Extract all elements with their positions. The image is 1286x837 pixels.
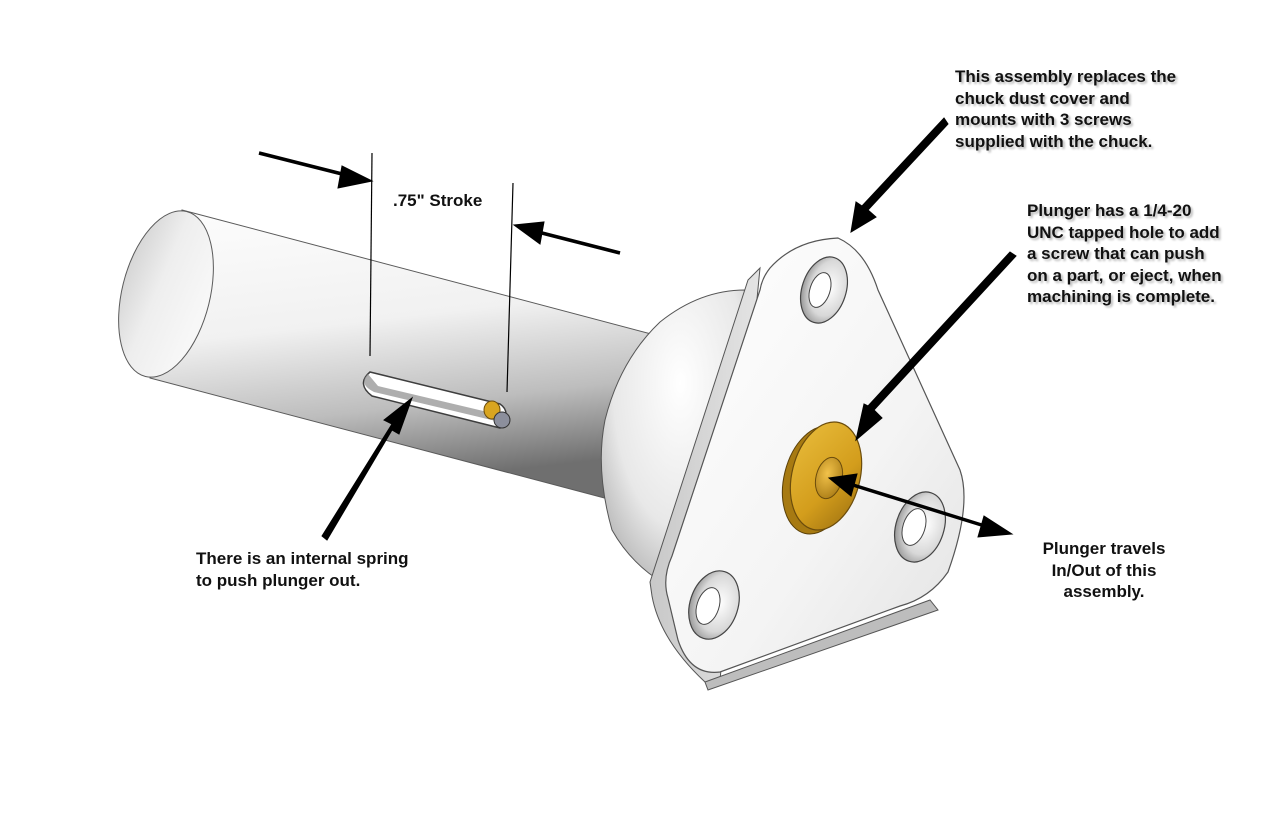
assembly-note-line: mounts with 3 screws: [955, 110, 1132, 129]
plunger-hole-note: Plunger has a 1/4-20 UNC tapped hole to …: [1027, 200, 1222, 308]
travel-arrow-out: [977, 515, 1014, 538]
plunger-hole-note-line: UNC tapped hole to add: [1027, 222, 1220, 242]
travel-note-line: assembly.: [1063, 582, 1145, 601]
stroke-dimension: [369, 152, 514, 393]
spring-leader-arrow: [321, 396, 414, 541]
travel-note-line: Plunger travels: [1042, 539, 1166, 558]
plunger-hole-note-line: Plunger has a 1/4-20: [1027, 201, 1192, 220]
stroke-arrow-left: [337, 165, 374, 189]
travel-note: Plunger travels In/Out of this assembly.: [1024, 538, 1184, 603]
plunger-hole-note-line: on a part, or eject, when: [1027, 265, 1222, 285]
travel-arrow-in: [827, 473, 858, 497]
mount-hole-bottom: [688, 570, 740, 640]
stroke-label: .75" Stroke: [393, 191, 483, 210]
assembly-note: This assembly replaces the chuck dust co…: [955, 66, 1176, 152]
plunger: [781, 421, 863, 535]
spring-note: There is an internal spring to push plun…: [196, 548, 409, 591]
flange: [649, 237, 965, 691]
mount-hole-top: [799, 256, 849, 324]
plunger-leader-arrow: [855, 251, 1017, 442]
travel-note-line: In/Out of this: [1051, 560, 1157, 580]
assembly-note-line: This assembly replaces the: [955, 67, 1177, 86]
shaft-end-face: [118, 210, 214, 378]
shaft-slot-shadow: [364, 374, 500, 422]
extension-line-right: [506, 182, 514, 393]
stroke-arrow-right: [512, 221, 545, 245]
plunger-hole-note-line: machining is complete.: [1027, 287, 1215, 306]
shaft-body: [149, 209, 656, 501]
assembly-note-line: supplied with the chuck.: [955, 131, 1153, 151]
plunger-hole-note-line: a screw that can push: [1027, 244, 1205, 263]
arrows: [258, 117, 1017, 541]
flange-bottom-edge: [704, 599, 939, 691]
assembly-leader-arrow: [850, 117, 949, 233]
shaft: [118, 209, 656, 501]
spring-note-line: to push plunger out.: [196, 570, 361, 590]
assembly-note-line: chuck dust cover and: [955, 88, 1130, 108]
slot-end-pin: [493, 411, 511, 429]
spring-note-line: There is an internal spring: [196, 549, 409, 568]
extension-line-left: [369, 152, 373, 357]
